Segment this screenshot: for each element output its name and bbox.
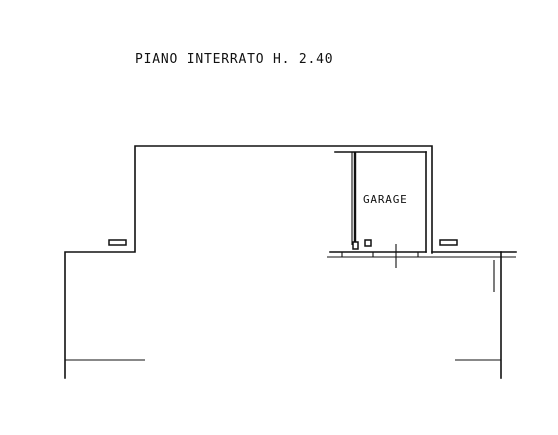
room-label-garage: GARAGE	[363, 193, 408, 206]
garage-room: GARAGE	[327, 151, 516, 268]
vent-grille-left	[108, 239, 127, 246]
ventilation-grilles	[108, 239, 458, 246]
vent-grille-right	[439, 239, 458, 246]
perimeter-wall	[64, 145, 433, 379]
utility-box-marker	[364, 239, 372, 247]
lower-wall-fragments	[65, 251, 502, 379]
door-post-marker	[352, 241, 359, 250]
building-outline	[64, 145, 517, 379]
floor-label: PIANO INTERRATO H. 2.40	[135, 52, 333, 67]
